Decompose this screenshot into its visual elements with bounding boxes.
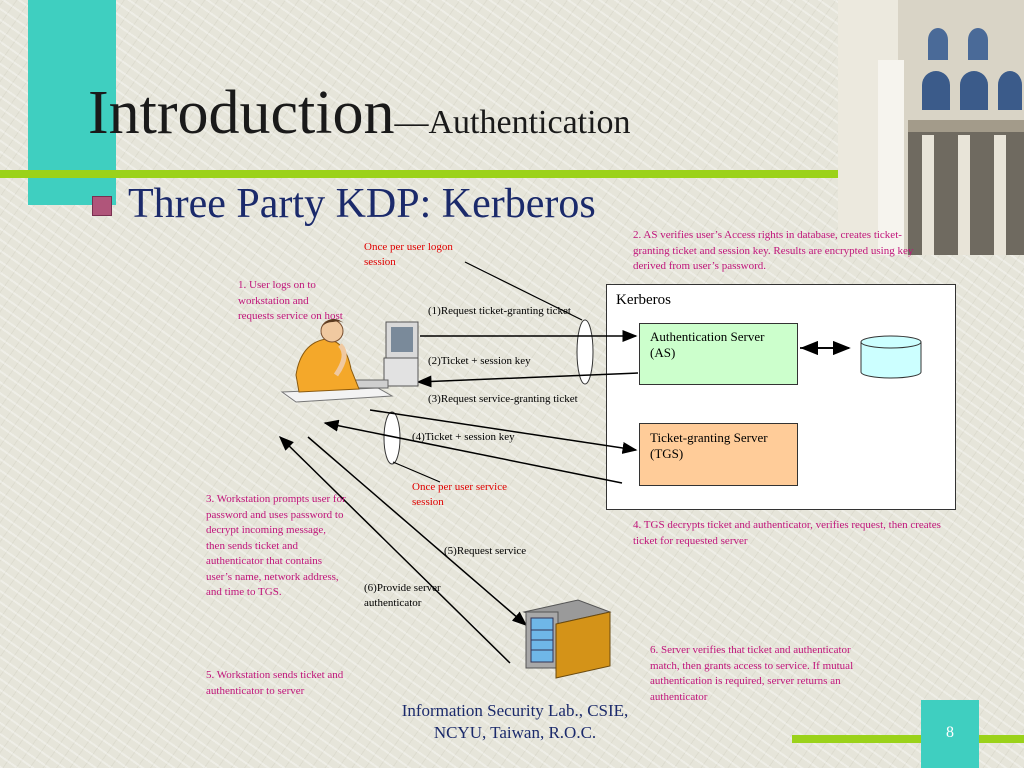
- step-2-text: 2. AS verifies user’s Access rights in d…: [633, 229, 914, 272]
- authentication-server-box: Authentication Server (AS): [639, 323, 798, 385]
- step-1-text: 1. User logs on to workstation and reque…: [238, 279, 343, 322]
- user-workstation-icon: [280, 318, 419, 403]
- slide-title: Introduction—Authentication: [88, 78, 631, 149]
- footer-line-1: Information Security Lab., CSIE,: [401, 701, 629, 720]
- title-suffix: —Authentication: [394, 104, 631, 141]
- title-main: Introduction: [88, 79, 395, 147]
- step-6-text: 6. Server verifies that ticket and authe…: [650, 644, 854, 703]
- page-number: 8: [946, 724, 954, 741]
- note-service-session: Once per user service session: [412, 481, 507, 508]
- kerberos-label: Kerberos: [616, 292, 671, 308]
- page-number-box: [921, 700, 979, 768]
- message-3: (3)Request service-granting ticket: [428, 393, 578, 405]
- footer-credit: Information Security Lab., CSIE, NCYU, T…: [350, 700, 680, 744]
- step-3-text: 3. Workstation prompts user for password…: [206, 493, 346, 598]
- server-icon: [522, 599, 612, 679]
- bullet-icon: [92, 196, 112, 216]
- green-divider-line: [0, 170, 838, 178]
- ticket-granting-server-box: Ticket-granting Server (TGS): [639, 423, 798, 486]
- footer-line-2: NCYU, Taiwan, R.O.C.: [433, 723, 597, 742]
- database-icon: [860, 335, 922, 379]
- bottom-green-line: [792, 735, 1024, 743]
- message-4: (4)Ticket + session key: [412, 431, 515, 443]
- message-6: (6)Provide server authenticator: [364, 582, 441, 609]
- step-5-text: 5. Workstation sends ticket and authenti…: [206, 669, 344, 697]
- step-4-text: 4. TGS decrypts ticket and authenticator…: [633, 519, 941, 547]
- note-logon-session: Once per user logon session: [364, 241, 453, 268]
- message-5: (5)Request service: [444, 545, 527, 557]
- message-1: (1)Request ticket-granting ticket: [428, 305, 571, 317]
- building-photo: [838, 0, 1024, 255]
- message-2: (2)Ticket + session key: [428, 355, 531, 367]
- bullet-heading: Three Party KDP: Kerberos: [128, 181, 596, 227]
